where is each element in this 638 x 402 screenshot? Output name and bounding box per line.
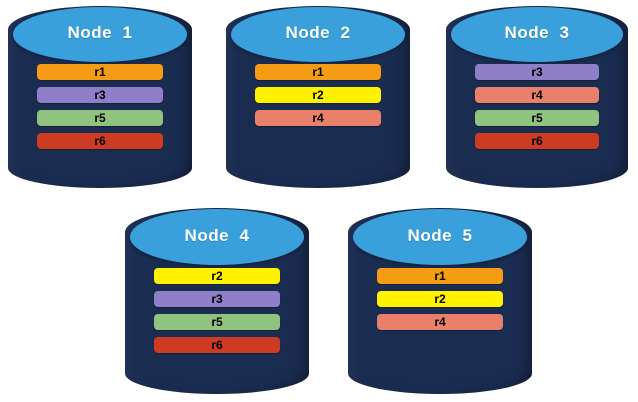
replica-bar-r2[interactable]: r2 bbox=[154, 268, 280, 284]
cylinder-top-ellipse bbox=[12, 7, 188, 62]
replica-bar-r6[interactable]: r6 bbox=[475, 133, 599, 149]
replica-bar-r3[interactable]: r3 bbox=[37, 87, 163, 103]
replica-list: r1 r2 r4 bbox=[226, 64, 410, 126]
cylinder-top-ellipse bbox=[230, 7, 406, 62]
replica-bar-r2[interactable]: r2 bbox=[377, 291, 503, 307]
cylinder-top-ellipse bbox=[450, 7, 624, 62]
replica-bar-r3[interactable]: r3 bbox=[154, 291, 280, 307]
replica-bar-r4[interactable]: r4 bbox=[255, 110, 381, 126]
replica-bar-r6[interactable]: r6 bbox=[37, 133, 163, 149]
cylinder-top-ellipse bbox=[352, 209, 528, 265]
replica-bar-r5[interactable]: r5 bbox=[475, 110, 599, 126]
replica-bar-r5[interactable]: r5 bbox=[154, 314, 280, 330]
replica-bar-r1[interactable]: r1 bbox=[255, 64, 381, 80]
replica-bar-r3[interactable]: r3 bbox=[475, 64, 599, 80]
replica-list: r1 r3 r5 r6 bbox=[8, 64, 192, 149]
replica-bar-r1[interactable]: r1 bbox=[377, 268, 503, 284]
replica-bar-r1[interactable]: r1 bbox=[37, 64, 163, 80]
replica-bar-r4[interactable]: r4 bbox=[377, 314, 503, 330]
replica-list: r1 r2 r4 bbox=[348, 268, 532, 330]
replica-bar-r6[interactable]: r6 bbox=[154, 337, 280, 353]
replica-bar-r5[interactable]: r5 bbox=[37, 110, 163, 126]
replica-list: r2 r3 r5 r6 bbox=[125, 268, 309, 353]
replica-bar-r2[interactable]: r2 bbox=[255, 87, 381, 103]
replica-bar-r4[interactable]: r4 bbox=[475, 87, 599, 103]
replica-list: r3 r4 r5 r6 bbox=[446, 64, 628, 149]
cylinder-top-ellipse bbox=[129, 209, 305, 265]
